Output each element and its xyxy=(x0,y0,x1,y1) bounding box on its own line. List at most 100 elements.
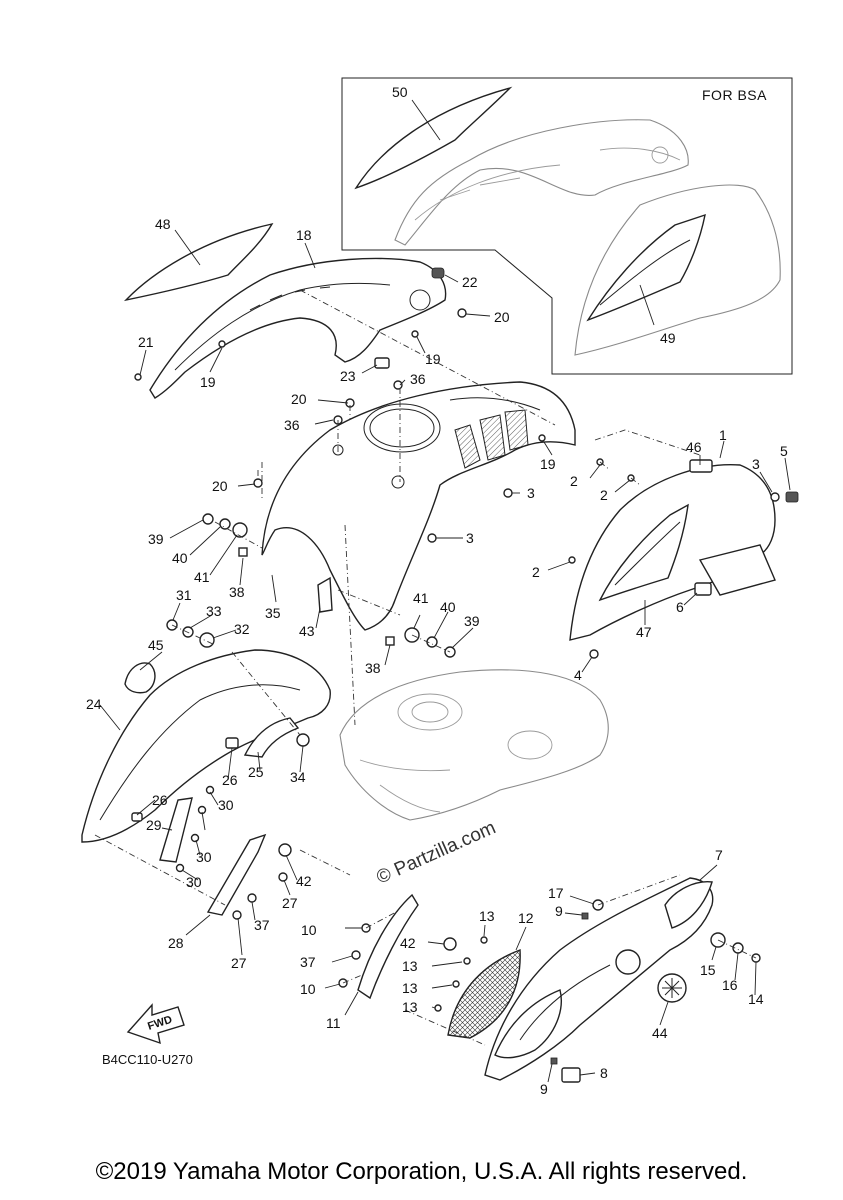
callout-14: 14 xyxy=(748,991,764,1007)
callout-1: 1 xyxy=(719,427,727,443)
callout-11: 11 xyxy=(326,1015,341,1031)
bolt-3-right xyxy=(770,492,780,502)
callout-40: 40 xyxy=(440,599,456,615)
bolt-20-left xyxy=(253,478,263,488)
clip-9-a xyxy=(581,912,589,920)
decal-46 xyxy=(689,459,713,473)
callout-27: 27 xyxy=(231,955,247,971)
disc-ghost xyxy=(615,949,641,975)
nut-30-c xyxy=(190,833,200,843)
callout-27: 27 xyxy=(282,895,298,911)
decal-47 xyxy=(598,503,689,602)
callout-7: 7 xyxy=(715,847,723,863)
bolt-27-a xyxy=(278,872,288,882)
bracket-29 xyxy=(159,797,193,863)
bolt-3-center xyxy=(503,488,513,498)
callout-12: 12 xyxy=(518,910,534,926)
callout-10: 10 xyxy=(300,981,316,997)
callout-9: 9 xyxy=(555,903,563,919)
callout-24: 24 xyxy=(86,696,102,712)
nut-21 xyxy=(134,373,142,381)
callout-41: 41 xyxy=(194,569,210,585)
tank-cover-assembly xyxy=(202,380,576,658)
clip-13-a xyxy=(480,936,488,944)
callout-3: 3 xyxy=(752,456,760,472)
callout-30: 30 xyxy=(196,849,212,865)
nut-30-a xyxy=(205,785,215,795)
collar-40-left xyxy=(219,518,231,530)
callout-20: 20 xyxy=(291,391,307,407)
callout-41: 41 xyxy=(413,590,429,606)
callout-19: 19 xyxy=(200,374,216,390)
nut-30-d xyxy=(175,863,185,873)
callout-34: 34 xyxy=(290,769,306,785)
callout-46: 46 xyxy=(686,439,702,455)
grommet-41-left xyxy=(232,522,248,538)
mesh-12 xyxy=(447,949,521,1039)
decal-50 xyxy=(354,86,513,190)
callout-35: 35 xyxy=(265,605,281,621)
callout-26: 26 xyxy=(152,792,168,808)
bracket-11 xyxy=(357,893,419,1000)
clip-19-a xyxy=(218,340,226,348)
callout-22: 22 xyxy=(462,274,478,290)
screw-36-top xyxy=(393,380,403,390)
bolt-20-top xyxy=(457,308,467,318)
callout-44: 44 xyxy=(652,1025,668,1041)
grommet-22 xyxy=(431,267,445,279)
cover-7-vent xyxy=(494,989,562,1059)
callout-3: 3 xyxy=(466,530,474,546)
callout-8: 8 xyxy=(600,1065,608,1081)
top-cover-18 xyxy=(149,257,447,399)
callout-18: 18 xyxy=(296,227,312,243)
callout-13: 13 xyxy=(479,908,495,924)
callout-48: 48 xyxy=(155,216,171,232)
callout-47: 47 xyxy=(636,624,652,640)
callout-2: 2 xyxy=(532,564,540,580)
clip-9-b xyxy=(550,1057,558,1065)
damper-26-a xyxy=(225,737,239,749)
callout-26: 26 xyxy=(222,772,238,788)
callout-25: 25 xyxy=(248,764,264,780)
callout-39: 39 xyxy=(148,531,164,547)
callout-43: 43 xyxy=(299,623,315,639)
bolt-3-lower xyxy=(427,533,437,543)
callout-16: 16 xyxy=(722,977,738,993)
damper-34 xyxy=(296,733,310,747)
callout-30: 30 xyxy=(186,874,202,890)
clip-13-c xyxy=(452,980,460,988)
callout-17: 17 xyxy=(548,885,564,901)
callout-30: 30 xyxy=(218,797,234,813)
disc-45 xyxy=(124,662,156,694)
assembly-lines xyxy=(94,289,757,1046)
grommet-32 xyxy=(199,632,215,648)
callout-36: 36 xyxy=(410,371,426,387)
inset-frame xyxy=(341,77,793,375)
inset-top-cover-ghost xyxy=(394,119,689,246)
callout-32: 32 xyxy=(234,621,250,637)
callout-29: 29 xyxy=(146,817,162,833)
callout-19: 19 xyxy=(540,456,556,472)
callout-9: 9 xyxy=(540,1081,548,1097)
top-cover-assembly xyxy=(123,222,467,399)
callout-2: 2 xyxy=(570,473,578,489)
callout-3: 3 xyxy=(527,485,535,501)
callout-38: 38 xyxy=(229,584,245,600)
callout-23: 23 xyxy=(340,368,356,384)
callout-2: 2 xyxy=(600,487,608,503)
callout-28: 28 xyxy=(168,935,184,951)
side-cover-right-assembly xyxy=(568,458,799,659)
callout-42: 42 xyxy=(400,935,416,951)
damper-26-b xyxy=(131,812,143,822)
callout-20: 20 xyxy=(212,478,228,494)
clip-38-right xyxy=(385,636,395,646)
inner-panel-assembly xyxy=(81,619,331,920)
bracket-28 xyxy=(206,833,267,916)
callout-13: 13 xyxy=(402,980,418,996)
decal-48 xyxy=(123,222,274,302)
inset-label: FOR BSA xyxy=(702,87,767,103)
clip-19-c xyxy=(538,434,546,442)
bracket-25 xyxy=(243,717,300,758)
callout-31: 31 xyxy=(176,587,192,603)
clip-13-d xyxy=(434,1004,442,1012)
